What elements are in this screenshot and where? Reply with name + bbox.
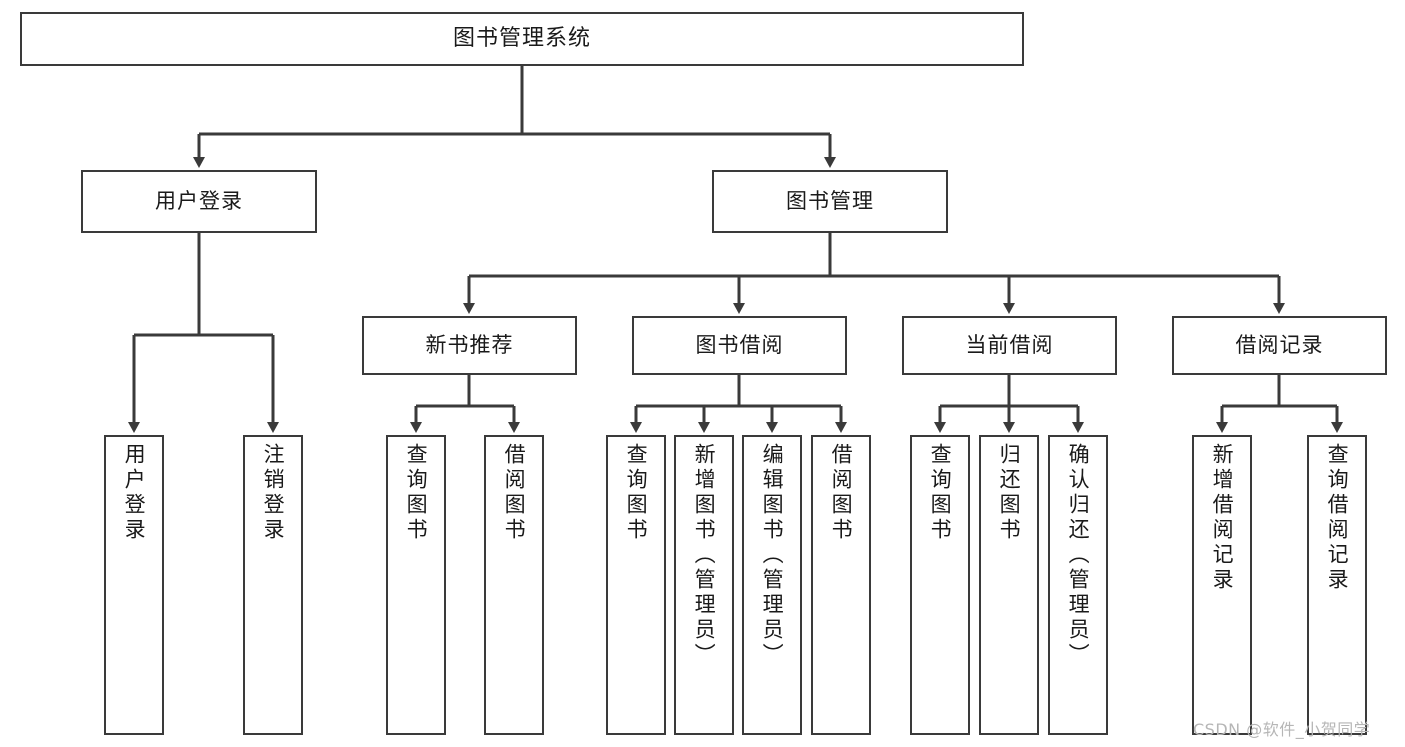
node-label: 图书借阅 [695,333,784,358]
leaf-confirm-return-admin[interactable]: 确认归还（管理员） [1048,435,1108,735]
node-label: 归还图书 [997,443,1022,543]
leaf-return-book[interactable]: 归还图书 [979,435,1039,735]
node-label: 查询借阅记录 [1325,443,1350,593]
node-current-borrow[interactable]: 当前借阅 [902,316,1117,375]
node-label: 用户登录 [155,189,243,214]
leaf-add-borrow-record[interactable]: 新增借阅记录 [1192,435,1252,735]
node-label: 查询图书 [624,443,649,543]
leaf-borrow-book-recommend[interactable]: 借阅图书 [484,435,544,735]
node-label: 查询图书 [404,443,429,543]
node-label: 图书管理系统 [452,26,591,52]
node-label: 用户登录 [122,443,147,543]
node-user-login[interactable]: 用户登录 [81,170,317,233]
leaf-query-book-current[interactable]: 查询图书 [910,435,970,735]
leaf-add-book-admin[interactable]: 新增图书（管理员） [674,435,734,735]
leaf-query-borrow-record[interactable]: 查询借阅记录 [1307,435,1367,735]
node-new-book-recommend[interactable]: 新书推荐 [362,316,577,375]
node-book-management[interactable]: 图书管理 [712,170,948,233]
node-label: 确认归还（管理员） [1066,443,1091,668]
node-label: 新增借阅记录 [1210,443,1235,593]
node-label: 借阅记录 [1235,333,1324,358]
leaf-edit-book-admin[interactable]: 编辑图书（管理员） [742,435,802,735]
node-label: 查询图书 [928,443,953,543]
leaf-logout[interactable]: 注销登录 [243,435,303,735]
node-label: 新书推荐 [425,333,514,358]
node-label: 借阅图书 [502,443,527,543]
leaf-borrow-book[interactable]: 借阅图书 [811,435,871,735]
node-root-system[interactable]: 图书管理系统 [20,12,1024,66]
leaf-query-book-borrow[interactable]: 查询图书 [606,435,666,735]
node-label: 当前借阅 [965,333,1054,358]
leaf-user-login[interactable]: 用户登录 [104,435,164,735]
node-label: 图书管理 [786,189,874,214]
node-book-borrow[interactable]: 图书借阅 [632,316,847,375]
node-label: 新增图书（管理员） [692,443,717,668]
node-label: 借阅图书 [829,443,854,543]
node-label: 编辑图书（管理员） [760,443,785,668]
node-label: 注销登录 [261,443,286,543]
node-borrow-record[interactable]: 借阅记录 [1172,316,1387,375]
leaf-query-book-recommend[interactable]: 查询图书 [386,435,446,735]
